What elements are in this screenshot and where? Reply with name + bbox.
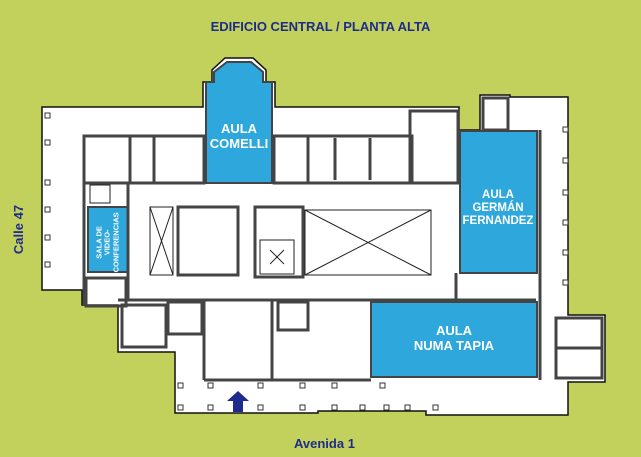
column-marker [44,112,51,119]
label-aula-numa-tapia: AULA NUMA TAPIA [371,323,537,354]
label-aula-comelli: AULA COMELLI [206,121,272,152]
column-marker [44,261,51,268]
column-marker [44,206,51,213]
room-label-line: AULA [220,121,258,136]
label-aula-german-fernandez: AULA GERMÁN FERNANDEZ [456,189,540,229]
column-marker [562,249,569,256]
room-label-line: AULA [435,323,473,338]
column-marker [177,404,184,411]
atrium-voids [89,184,432,276]
room-label-line: CONFERENCIAS [111,212,121,273]
room-sala-videoconferencias[interactable] [87,206,129,273]
columns [44,112,569,411]
room-aula-numa-tapia[interactable] [370,301,538,378]
label-sala-videoconferencias: SALA DE VIDEO- CONFERENCIAS [95,210,121,274]
column-marker [562,279,569,286]
street-label-bottom: Avenida 1 [294,436,355,451]
column-marker [299,382,306,389]
room-aula-comelli[interactable] [205,61,273,184]
up-arrow-icon [227,391,249,412]
room-aula-german-fernandez[interactable] [459,130,538,274]
column-marker [207,404,214,411]
room-label-line: AULA [482,189,514,201]
column-marker [257,404,264,411]
column-marker [562,126,569,133]
column-marker [44,179,51,186]
walls [82,96,604,382]
column-marker [562,157,569,164]
column-marker [44,234,51,241]
column-marker [562,219,569,226]
column-marker [207,382,214,389]
column-marker [404,404,411,411]
column-marker [379,382,386,389]
column-marker [44,139,51,146]
column-marker [299,404,306,411]
room-label-line: FERNANDEZ [462,215,534,228]
room-label-line: GERMÁN [472,202,524,215]
room-label-line: NUMA TAPIA [413,337,495,353]
column-marker [331,382,338,389]
map-title: EDIFICIO CENTRAL / PLANTA ALTA [210,19,431,34]
column-marker [331,404,338,411]
column-marker [257,382,264,389]
column-marker [432,404,439,411]
column-marker [359,404,366,411]
column-marker [383,404,390,411]
room-label-line: COMELLI [209,135,269,151]
column-marker [562,189,569,196]
column-marker [177,382,184,389]
